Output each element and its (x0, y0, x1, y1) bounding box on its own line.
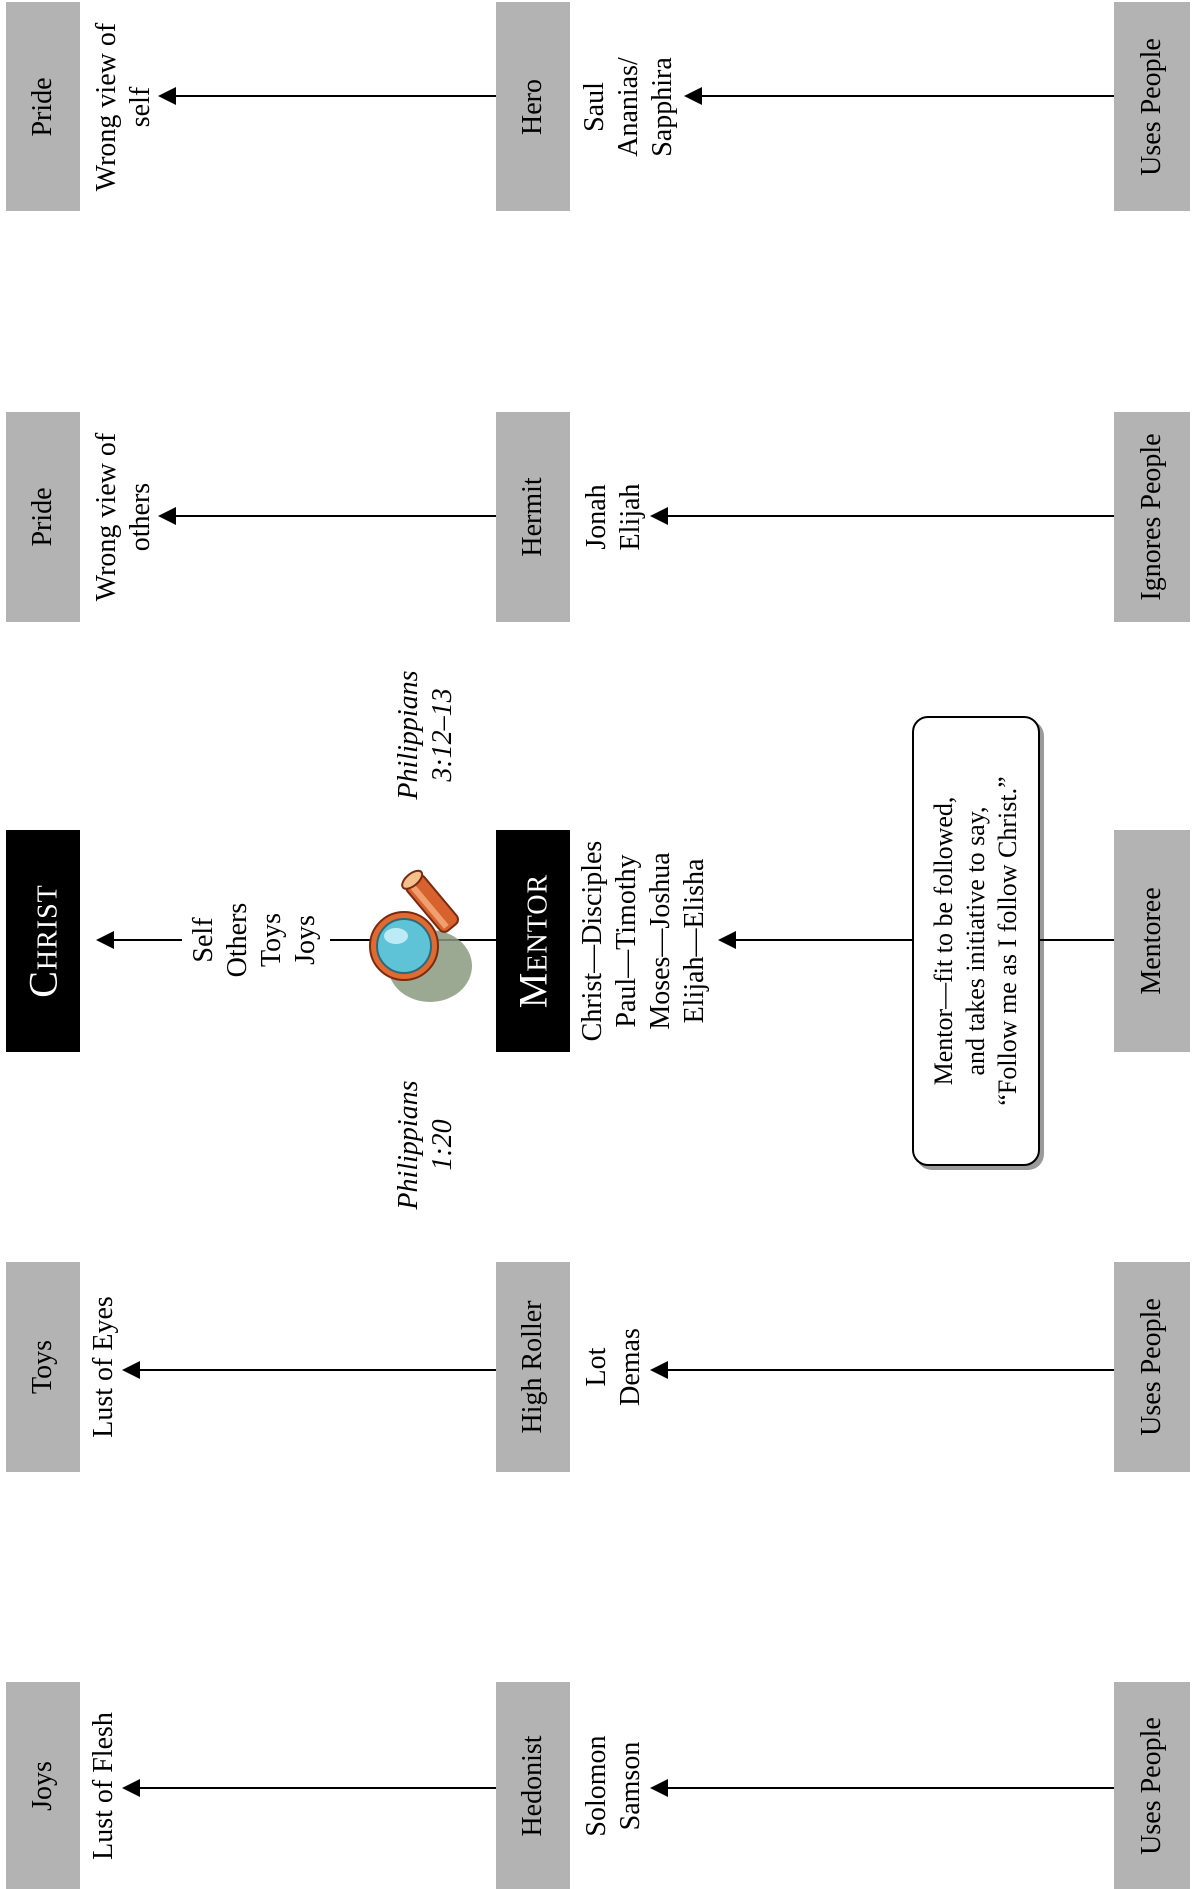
connector-line (172, 95, 496, 97)
joys-label: Joys (27, 1760, 58, 1811)
mentor-examples-text: Christ—Disciples Paul—Timothy Moses—Josh… (577, 840, 710, 1042)
connector-line (110, 939, 182, 941)
mentor-examples: Christ—Disciples Paul—Timothy Moses—Josh… (574, 830, 714, 1052)
toys-desc: Lust of Eyes (84, 1262, 124, 1472)
hedonist-box: Hedonist (496, 1682, 570, 1889)
christ-box: Christ (6, 830, 80, 1052)
christ-focus-list: Self Others Toys Joys (180, 870, 330, 1010)
high-roller-label: High Roller (517, 1300, 548, 1434)
arrow-head (122, 1779, 140, 1797)
hermit-box: Hermit (496, 412, 570, 622)
joys-desc-text: Lust of Flesh (88, 1711, 119, 1860)
joys-desc: Lust of Flesh (84, 1682, 124, 1889)
hedonist-examples-text: Solomon Samson (581, 1734, 646, 1837)
toys-bottom-box: Uses People (1114, 1262, 1190, 1472)
arrow-head (96, 931, 114, 949)
toys-desc-text: Lust of Eyes (88, 1296, 119, 1438)
hermit-examples: Jonah Elijah (574, 412, 654, 622)
connector-line (698, 95, 1114, 97)
pride-others-bottom-label: Ignores People (1136, 433, 1167, 601)
verse-right-text: Philippians 3:12–13 (393, 670, 458, 800)
pride-others-box: Pride (6, 412, 80, 622)
arrow-head (650, 1361, 668, 1379)
connector-line (664, 1369, 1114, 1371)
pride-self-desc-text: Wrong view of self (91, 22, 156, 191)
mentor-callout-text: Mentor—fit to be followed, and takes ini… (929, 776, 1022, 1106)
pride-others-desc-text: Wrong view of others (91, 432, 156, 602)
arrow-head (684, 87, 702, 105)
arrow-head (650, 507, 668, 525)
joys-bottom-label: Uses People (1136, 1716, 1167, 1855)
arrow-head (650, 1779, 668, 1797)
mentor-callout: Mentor—fit to be followed, and takes ini… (912, 716, 1040, 1166)
joys-bottom-box: Uses People (1114, 1682, 1190, 1889)
toys-bottom-label: Uses People (1136, 1298, 1167, 1436)
pride-others-bottom-box: Ignores People (1114, 412, 1190, 622)
hermit-label: Hermit (517, 477, 548, 557)
hedonist-examples: Solomon Samson (574, 1682, 654, 1889)
pride-self-bottom-box: Uses People (1114, 2, 1190, 211)
connector-line (1040, 939, 1114, 941)
mentor-label: Mentor (510, 873, 556, 1009)
arrow-head (122, 1361, 140, 1379)
mentoree-label: Mentoree (1136, 887, 1167, 995)
connector-line (664, 1787, 1114, 1789)
verse-left: Philippians 1:20 (386, 1060, 466, 1230)
joys-box: Joys (6, 1682, 80, 1889)
high-roller-box: High Roller (496, 1262, 570, 1472)
toys-box: Toys (6, 1262, 80, 1472)
hero-box: Hero (496, 2, 570, 211)
pride-self-box: Pride (6, 2, 80, 211)
arrow-head (158, 87, 176, 105)
hero-label: Hero (517, 78, 548, 135)
mentor-box: Mentor (496, 830, 570, 1052)
connector-line (664, 515, 1114, 517)
mentoree-box: Mentoree (1114, 830, 1190, 1052)
hermit-examples-text: Jonah Elijah (581, 483, 646, 551)
connector-line (732, 939, 912, 941)
christ-focus-text: Self Others Toys Joys (188, 902, 321, 978)
hero-examples-text: Saul Ananias/ Sapphira (579, 56, 678, 157)
pride-others-desc: Wrong view of others (84, 412, 164, 622)
magnifying-glass-icon (369, 869, 472, 1002)
high-roller-examples-text: Lot Demas (581, 1328, 646, 1406)
pride-self-bottom-label: Uses People (1136, 37, 1167, 176)
hedonist-label: Hedonist (517, 1734, 548, 1837)
pride-others-label: Pride (27, 487, 58, 547)
christ-label: Christ (20, 884, 66, 998)
arrow-head (718, 931, 736, 949)
connector-line (136, 1369, 496, 1371)
pride-self-label: Pride (27, 76, 58, 137)
verse-right: Philippians 3:12–13 (386, 650, 466, 820)
arrow-head (158, 507, 176, 525)
connector-line (136, 1787, 496, 1789)
toys-label: Toys (27, 1339, 58, 1395)
hero-examples: Saul Ananias/ Sapphira (574, 2, 684, 211)
connector-line (172, 515, 496, 517)
high-roller-examples: Lot Demas (574, 1262, 654, 1472)
pride-self-desc: Wrong view of self (84, 2, 164, 211)
verse-left-text: Philippians 1:20 (393, 1080, 458, 1210)
